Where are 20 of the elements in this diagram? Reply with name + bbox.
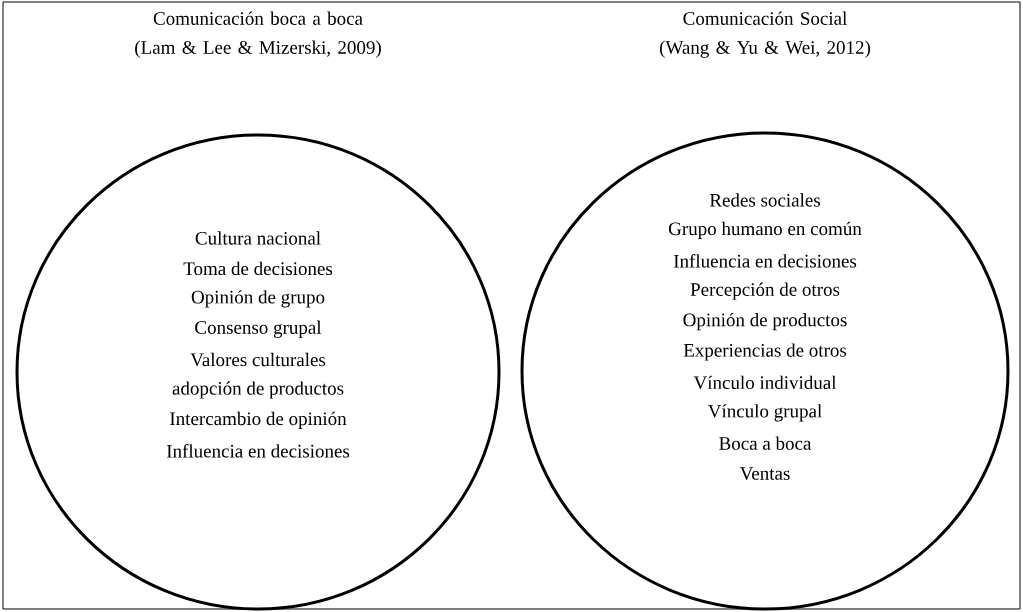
list-item: Valores culturales — [190, 352, 326, 367]
list-item: Influencia en decisiones — [166, 444, 350, 458]
list-item: adopción de productos — [172, 381, 344, 399]
list-item: Opinión de productos — [683, 312, 847, 331]
list-item: Experiencias de otros — [683, 343, 847, 361]
heading: Comunicación Social (Wang & Yu & Wei, 2012) — [660, 11, 870, 58]
list-item: Grupo humano en común — [668, 221, 862, 239]
list-item: Vínculo individual — [693, 375, 837, 390]
list-item: Ventas — [739, 467, 790, 480]
list-item: Boca a boca — [719, 436, 812, 450]
list-item: Opinión de grupo — [191, 290, 325, 308]
list-item: Vínculo grupal — [707, 404, 822, 422]
list-item: Influencia en decisiones — [673, 254, 857, 268]
list-item: Toma de decisiones — [183, 261, 333, 276]
heading: Comunicación boca a boca (Lam & Lee & Mizerski, 2009) — [135, 11, 381, 58]
list-item: Percepción de otros — [690, 282, 840, 300]
list-item: Cultura nacional — [195, 231, 321, 245]
list-item: Redes sociales — [709, 193, 820, 207]
list-item: Intercambio de opinión — [170, 411, 347, 429]
list-item: Consenso grupal — [195, 320, 322, 338]
